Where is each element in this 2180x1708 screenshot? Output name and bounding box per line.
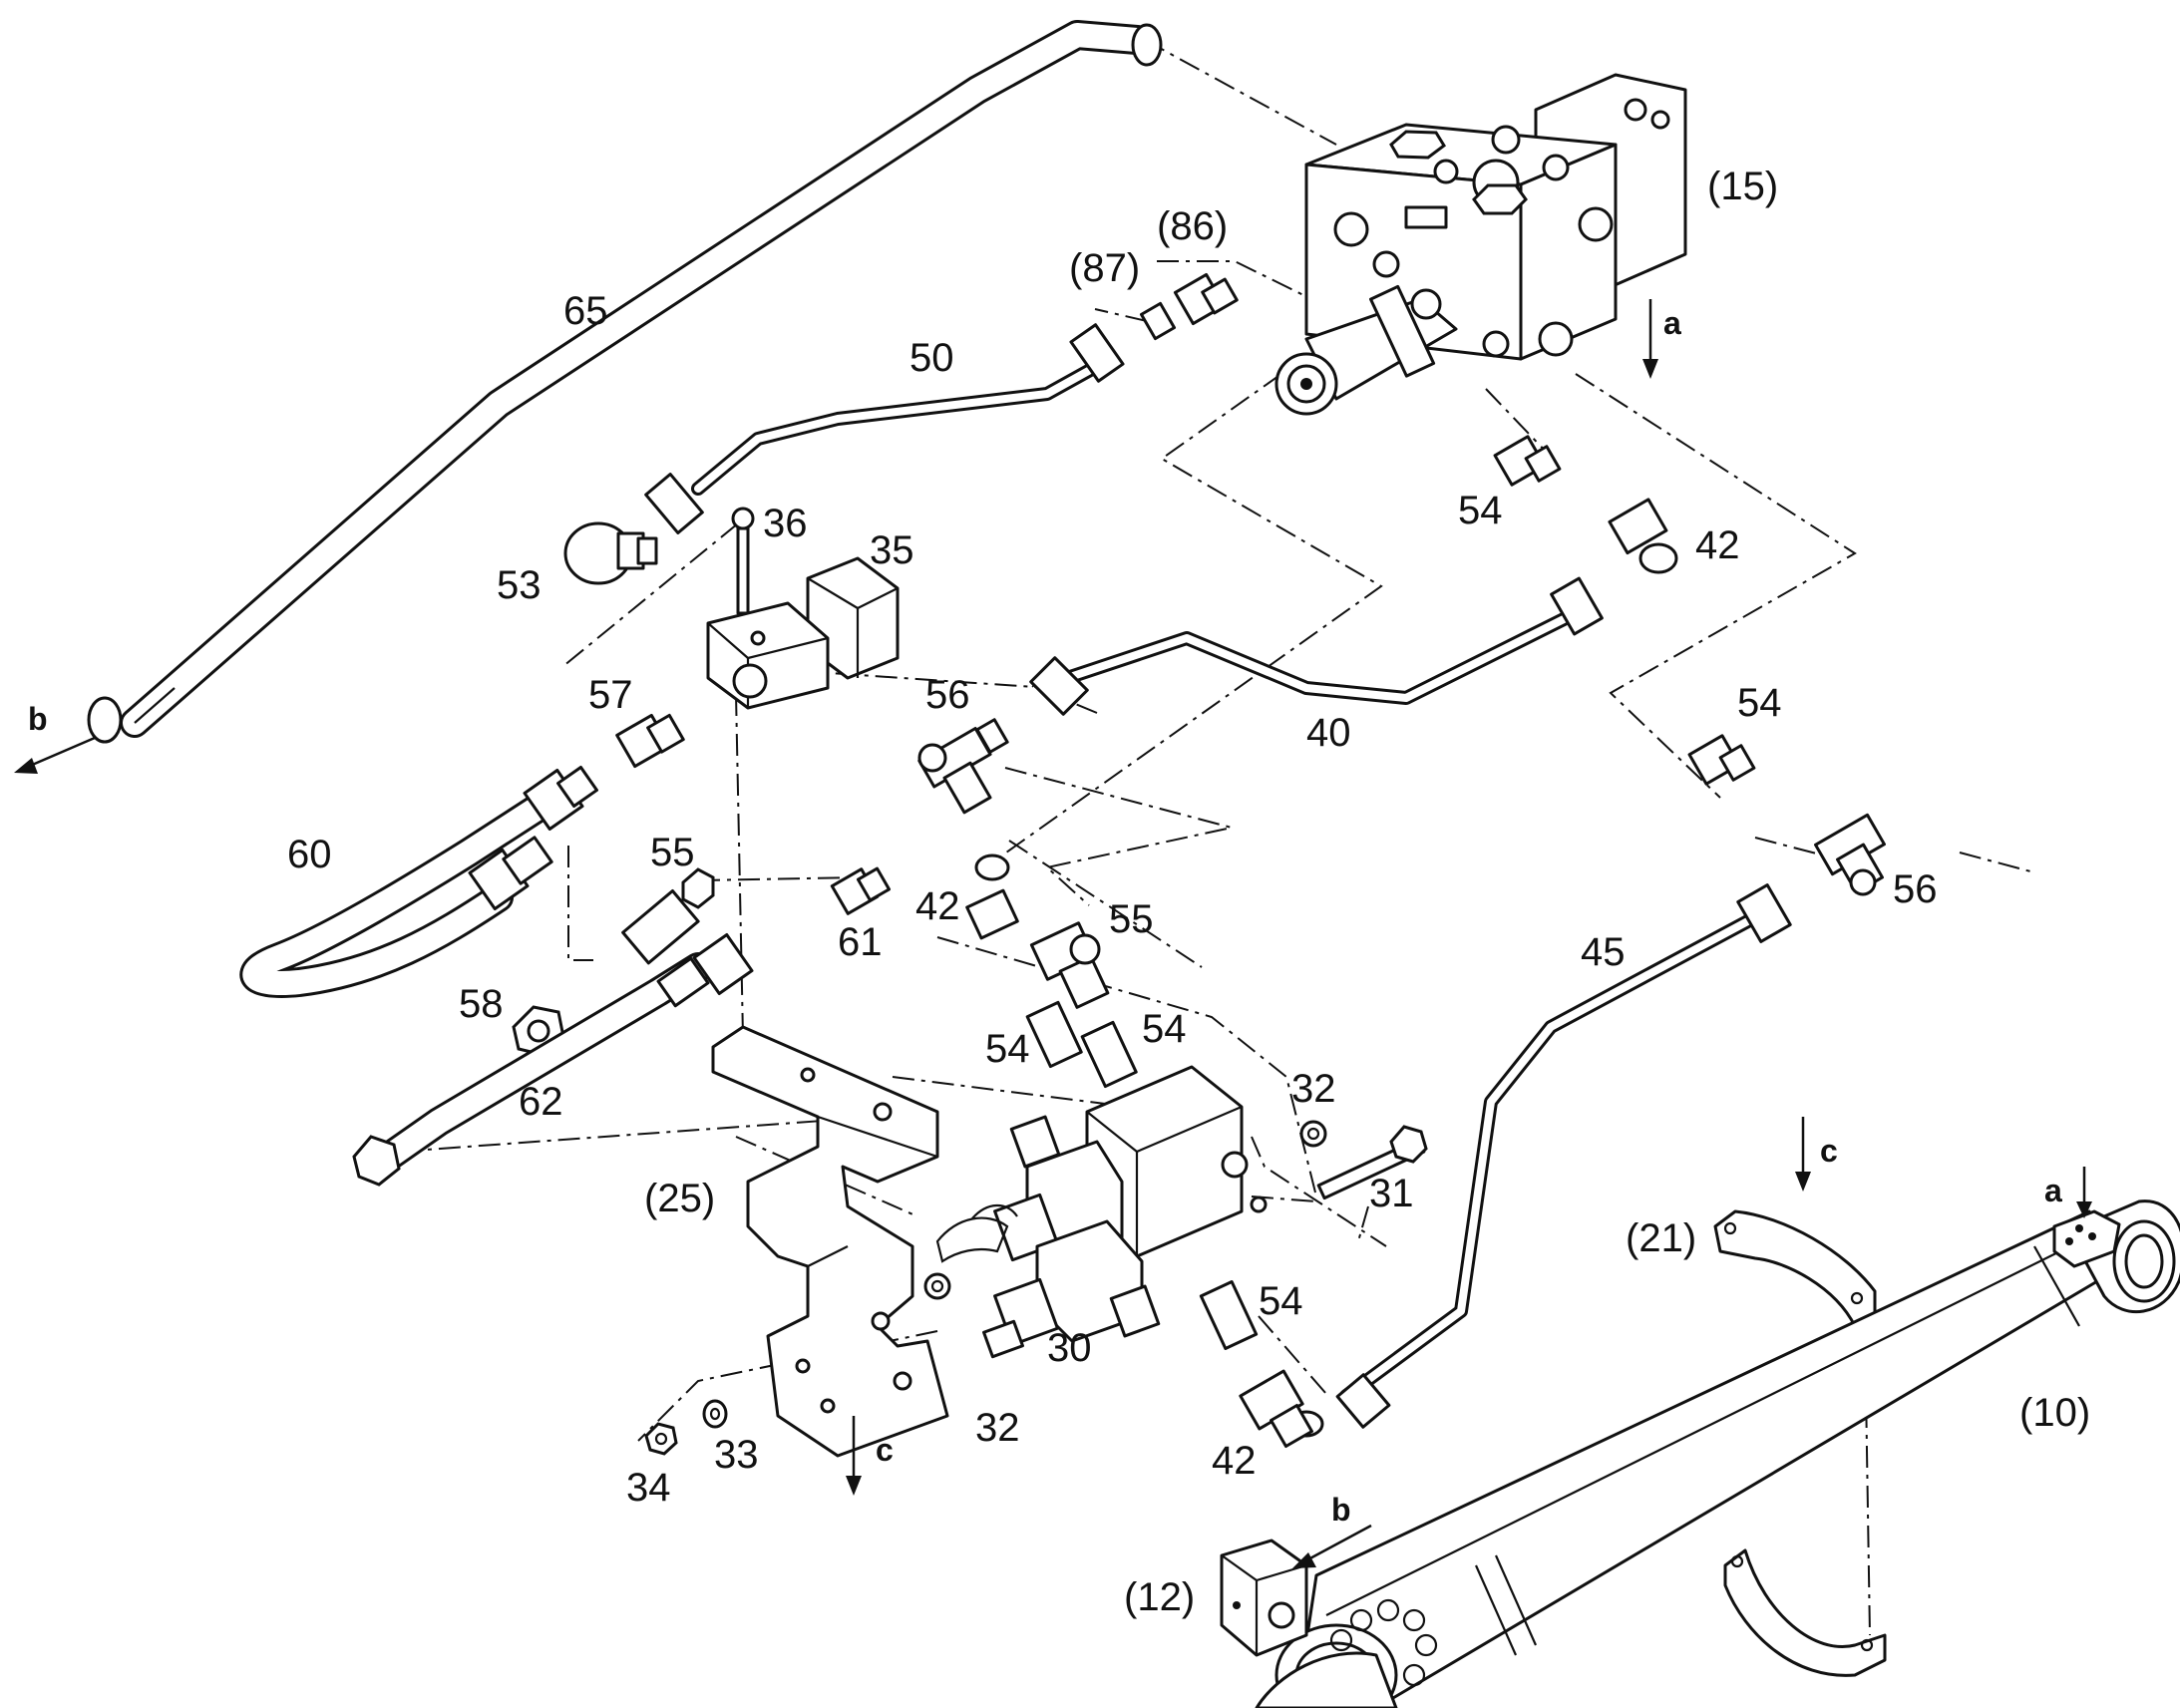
pipe-50 [644, 323, 1125, 534]
callout-54-right: 54 [1737, 681, 1782, 725]
callout-30: 30 [1047, 1326, 1092, 1370]
arrow-b-left [14, 736, 96, 774]
callout-42-middle: 42 [915, 884, 960, 928]
arrow-c-upper [1795, 1117, 1811, 1192]
clamp-21 [1713, 1209, 1887, 1677]
hose-62 [352, 933, 754, 1187]
nut-34 [644, 1422, 678, 1456]
elbow-42-lower [1239, 1369, 1324, 1448]
view-letter-b-lower: b [1331, 1492, 1351, 1528]
fitting-54-stack-left [1025, 1000, 1083, 1069]
view-letter-a-upper: a [1663, 305, 1681, 341]
block-bracket [706, 601, 830, 710]
tee-55-middle [1029, 921, 1110, 1009]
pressure-sensor-53 [563, 521, 658, 585]
callout-50: 50 [909, 336, 954, 380]
callout-34: 34 [626, 1466, 671, 1510]
callout-58: 58 [459, 982, 504, 1026]
nut-32-upper [1299, 1120, 1327, 1148]
hose-65 [87, 20, 1163, 744]
cylinder-10 [1255, 1199, 2180, 1708]
callout-53: 53 [497, 563, 542, 607]
elbow-42-upper [1608, 498, 1678, 574]
callout-36: 36 [763, 502, 808, 545]
valve-block-30 [935, 1065, 1268, 1359]
callout-10: (10) [2019, 1391, 2090, 1435]
elbow-42-middle [965, 854, 1019, 940]
callout-61: 61 [838, 920, 883, 964]
callout-40: 40 [1306, 711, 1351, 755]
callout-54-stack-left: 54 [985, 1027, 1030, 1071]
callout-33: 33 [714, 1433, 759, 1477]
arrow-a-upper [1642, 299, 1658, 379]
tee-56-middle [917, 718, 1009, 815]
callout-87: (87) [1069, 246, 1140, 290]
bolt-36 [731, 507, 755, 615]
view-letter-c-upper: c [1820, 1133, 1838, 1169]
washer-33 [702, 1399, 728, 1429]
callout-15: (15) [1707, 165, 1778, 208]
callout-54-lower: 54 [1259, 1279, 1303, 1323]
arrow-b-lower [1292, 1524, 1372, 1568]
callout-32-upper: 32 [1291, 1067, 1336, 1111]
callout-31: 31 [1369, 1172, 1414, 1215]
arrow-c-lower [846, 1416, 862, 1496]
callout-32-lower: 32 [975, 1406, 1020, 1450]
callout-42-upper: 42 [1695, 523, 1740, 567]
callout-35: 35 [870, 528, 914, 572]
view-letter-c-lower: c [876, 1432, 894, 1468]
callout-25: (25) [644, 1177, 715, 1220]
fitting-54-stack-right [1080, 1020, 1138, 1089]
callout-55-middle: 55 [1109, 897, 1154, 941]
callout-65: 65 [563, 289, 608, 333]
callout-45: 45 [1581, 930, 1626, 974]
arrow-a-lower [2076, 1167, 2092, 1218]
callout-42-lower: 42 [1212, 1439, 1257, 1483]
nut-32-lower [923, 1272, 951, 1300]
pipe-45 [1335, 883, 1792, 1429]
callout-56-middle: 56 [925, 673, 970, 717]
callout-86: (86) [1157, 204, 1228, 248]
view-letter-b-left: b [28, 701, 48, 737]
pipe-40 [1029, 576, 1604, 716]
hose-60 [239, 766, 598, 998]
fitting-54-lower [1199, 1280, 1259, 1350]
callout-54-stack-right: 54 [1142, 1007, 1187, 1051]
callout-54-upper: 54 [1458, 489, 1503, 532]
callout-labels: 65 50 (86) (87) (15) 36 35 53 57 56 40 5… [28, 165, 2090, 1619]
bracket-25 [711, 1025, 949, 1458]
view-letter-a-lower: a [2044, 1173, 2062, 1208]
callout-62: 62 [519, 1080, 563, 1124]
callout-57: 57 [588, 673, 633, 717]
fitting-61 [830, 866, 892, 915]
tee-56-right [1814, 813, 1886, 896]
callout-56-right: 56 [1893, 867, 1938, 911]
callout-60: 60 [287, 833, 332, 876]
callout-55-left: 55 [650, 831, 695, 874]
fitting-87 [1139, 301, 1177, 341]
block-12 [1220, 1538, 1308, 1657]
bolt-31 [1316, 1125, 1428, 1200]
fitting-54-right [1687, 734, 1756, 786]
fitting-55-left [621, 867, 715, 965]
callout-12: (12) [1124, 1575, 1195, 1619]
callout-21: (21) [1626, 1216, 1696, 1260]
fitting-57 [615, 713, 685, 769]
valve-block-15 [1274, 73, 1687, 416]
fitting-54-upper [1493, 435, 1562, 487]
fitting-86 [1173, 272, 1239, 326]
